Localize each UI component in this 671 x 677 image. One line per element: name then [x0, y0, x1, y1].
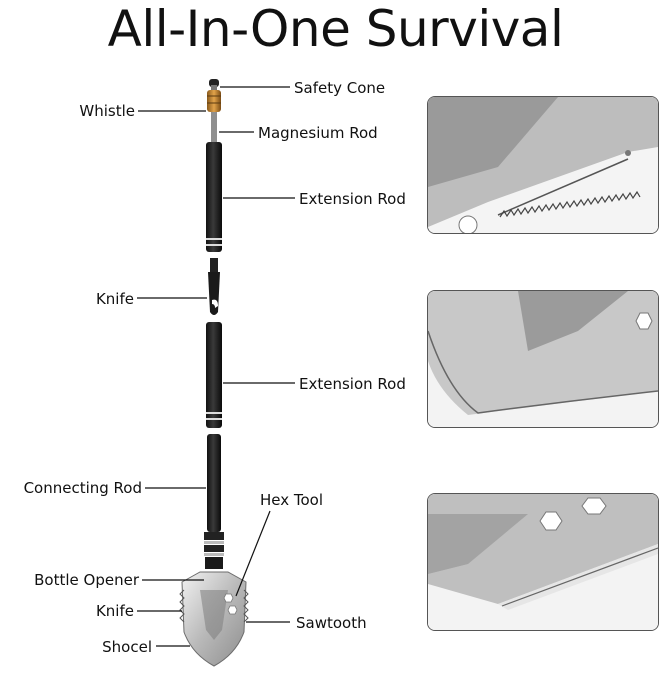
blade-edge-closeup-image	[428, 291, 658, 427]
label-safety-cone: Safety Cone	[294, 79, 386, 97]
label-bottle-opener: Bottle Opener	[34, 571, 139, 589]
label-magnesium-rod: Magnesium Rod	[258, 124, 378, 142]
label-extension-rod-1: Extension Rod	[299, 190, 406, 208]
hex-tool-closeup-image	[428, 494, 658, 630]
page-title: All-In-One Survival	[107, 0, 564, 58]
safety-cone	[209, 79, 219, 90]
knife-section	[208, 258, 220, 315]
label-connecting-rod: Connecting Rod	[23, 479, 142, 497]
extension-rod-2	[206, 322, 222, 428]
label-knife-2: Knife	[95, 602, 134, 620]
label-shocel: Shocel	[102, 638, 152, 656]
label-whistle: Whistle	[79, 102, 135, 120]
label-knife-1: Knife	[95, 290, 134, 308]
leader-hex-tool	[235, 510, 271, 597]
extension-rod-1	[206, 142, 222, 252]
detail-panel-sawtooth	[427, 96, 659, 234]
magnesium-rod	[211, 112, 217, 142]
whistle	[207, 90, 221, 112]
label-sawtooth: Sawtooth	[296, 614, 367, 632]
label-hex-tool: Hex Tool	[260, 491, 324, 509]
label-extension-rod-2: Extension Rod	[299, 375, 406, 393]
shovel-collar	[204, 532, 224, 569]
sawtooth-closeup-image	[428, 97, 658, 233]
detail-panel-blade-edge	[427, 290, 659, 428]
shovel-head	[179, 571, 249, 667]
connecting-rod	[207, 434, 221, 532]
detail-panel-hex-tool	[427, 493, 659, 631]
